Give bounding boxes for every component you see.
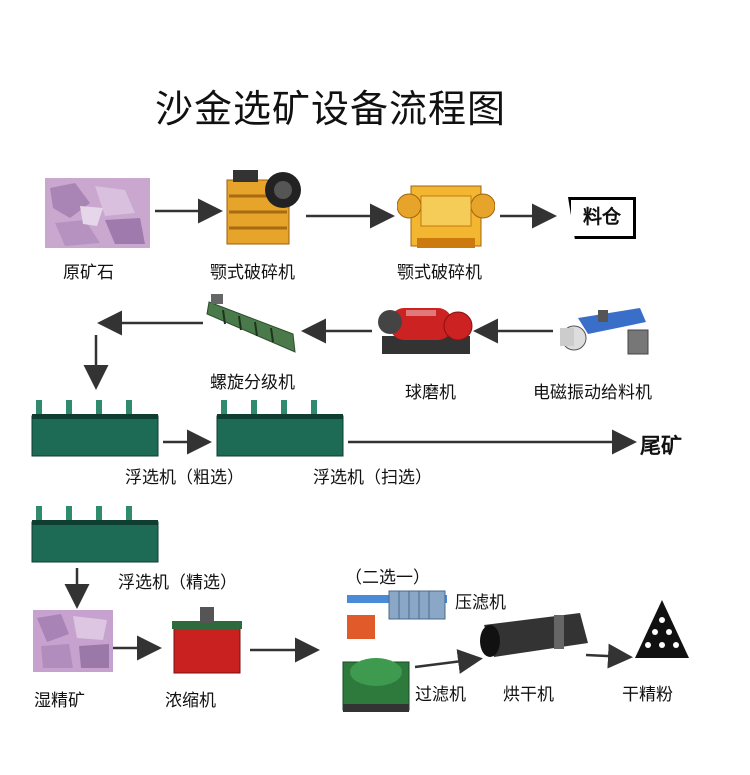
filter-press-label: 压滤机 xyxy=(455,593,506,613)
page-title: 沙金选矿设备流程图 xyxy=(155,87,507,131)
flotation-cleaning-label: 浮选机（精选） xyxy=(118,573,237,593)
tailings-label: 尾矿 xyxy=(640,434,682,458)
arrow xyxy=(585,643,633,669)
dry-concentrate-label: 干精粉 xyxy=(622,685,673,705)
jaw-crusher-image xyxy=(223,168,306,250)
thickener-image xyxy=(170,605,245,675)
jaw-crusher-2-label: 颚式破碎机 xyxy=(397,263,482,283)
ball-mill-label: 球磨机 xyxy=(405,383,456,403)
raw-ore-label: 原矿石 xyxy=(63,263,114,283)
vibrating-feeder-label: 电磁振动给料机 xyxy=(533,383,652,403)
arrow xyxy=(414,649,483,674)
spiral-classifier-label: 螺旋分级机 xyxy=(210,373,295,393)
raw-ore-image xyxy=(45,178,150,248)
flotation-machine-image xyxy=(30,500,160,566)
ball-mill-image xyxy=(376,296,476,360)
filter-press-image xyxy=(343,585,451,645)
jaw-crusher-image xyxy=(396,178,496,250)
jaw-crusher-1-label: 颚式破碎机 xyxy=(210,263,295,283)
flotation-machine-image xyxy=(215,394,345,460)
dryer-label: 烘干机 xyxy=(503,685,554,705)
choose-one-label: （二选一） xyxy=(345,568,430,588)
wet-concentrate-image xyxy=(33,610,113,672)
thickener-label: 浓缩机 xyxy=(165,691,216,711)
filter-label: 过滤机 xyxy=(415,685,466,705)
flotation-rough-label: 浮选机（粗选） xyxy=(125,468,244,488)
wet-concentrate-label: 湿精矿 xyxy=(34,691,85,711)
ore-bin-label: 料仓 xyxy=(582,206,621,228)
spiral-classifier-image xyxy=(203,292,303,357)
ore-bin: 料仓 xyxy=(568,197,636,239)
vacuum-filter-image xyxy=(337,648,415,714)
flotation-machine-image xyxy=(30,394,160,460)
rotary-dryer-image xyxy=(480,605,590,665)
dry-concentrate-image xyxy=(633,598,691,660)
vibrating-feeder-image xyxy=(558,300,658,365)
flotation-scavenging-label: 浮选机（扫选） xyxy=(313,468,432,488)
